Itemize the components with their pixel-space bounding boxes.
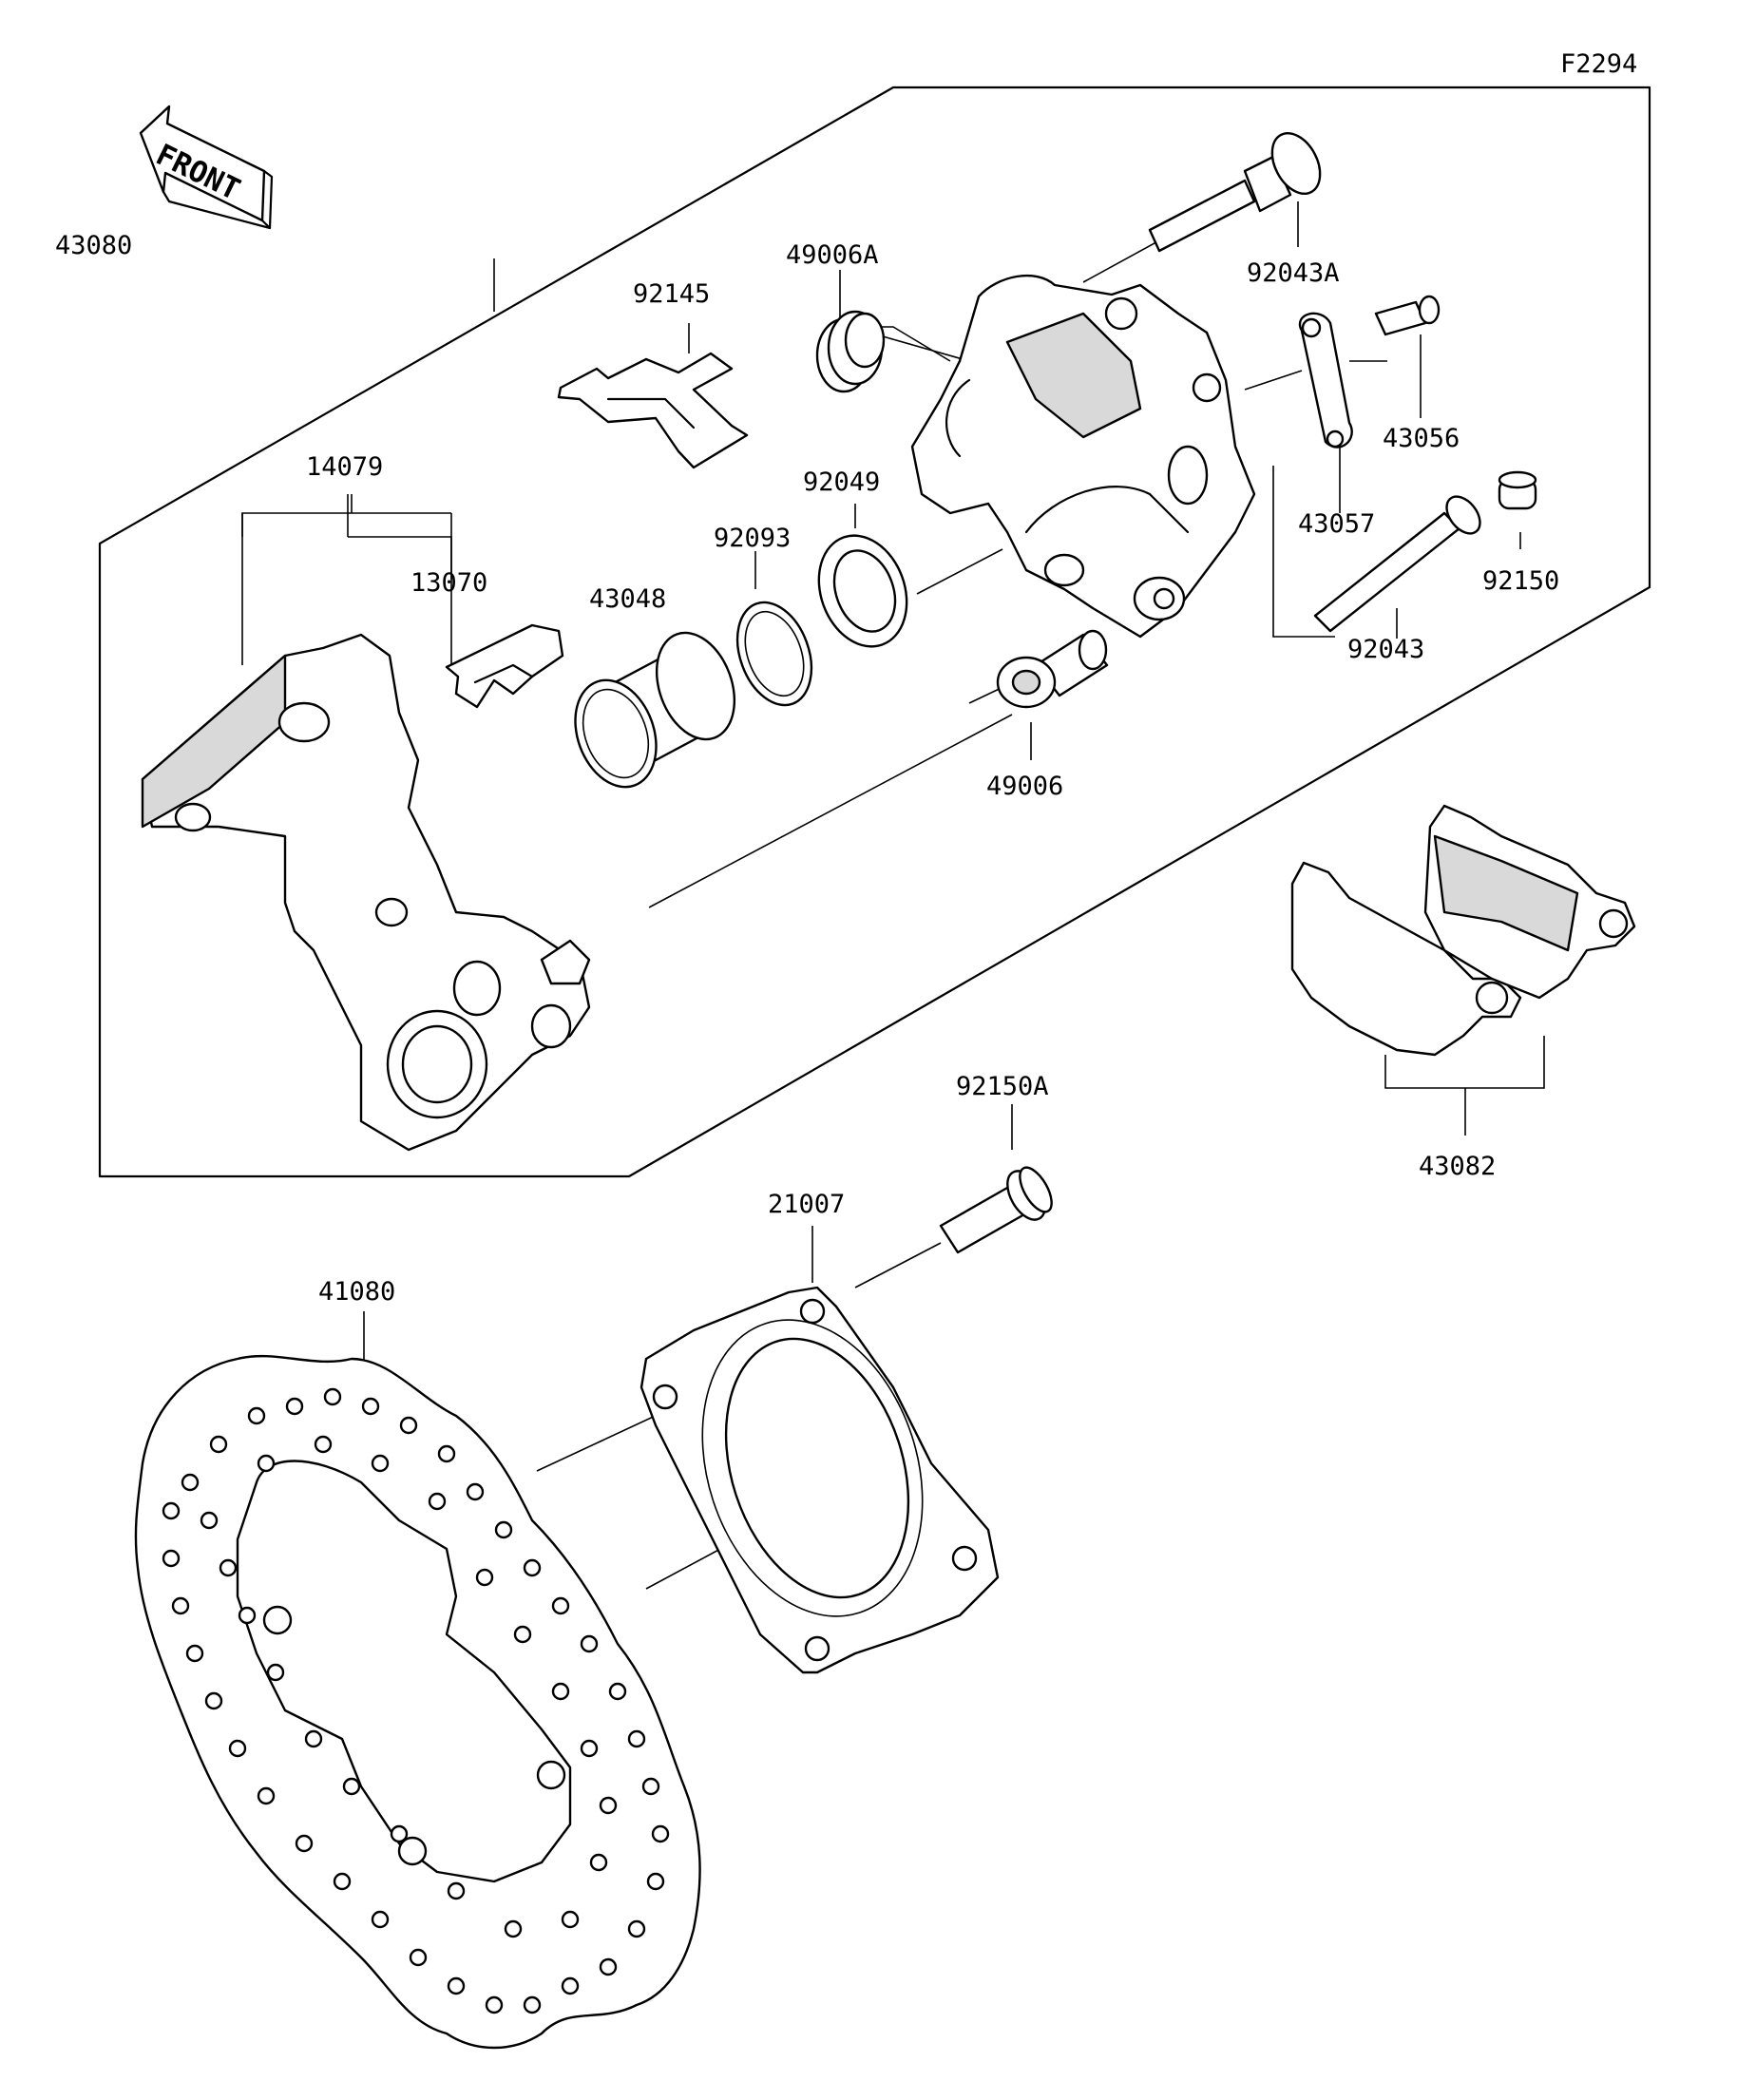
label-92093: 92093 (714, 524, 791, 553)
part-49006A-boot (815, 310, 886, 393)
label-21007: 21007 (768, 1190, 845, 1219)
part-caliper-body (910, 274, 1256, 639)
part-92043-pin (1313, 495, 1481, 633)
label-92150A: 92150A (956, 1072, 1049, 1101)
diagram-code: F2294 (1560, 49, 1637, 79)
part-41080-brake-disc (134, 1354, 701, 2050)
part-14079-bracket (141, 633, 591, 1152)
front-arrow-icon: FRONT (139, 105, 274, 230)
caliper-assembly-outline (98, 86, 1651, 1178)
part-43048-piston (574, 631, 736, 789)
label-92043: 92043 (1347, 635, 1424, 664)
part-13070-clip (445, 623, 564, 709)
label-49006: 49006 (986, 772, 1063, 801)
part-43056-bleed-valve (1374, 295, 1441, 336)
part-92150-cap (1498, 470, 1537, 510)
label-41080: 41080 (318, 1277, 395, 1307)
part-labels: 43080 92145 49006A 92043A 43056 43057 92… (55, 231, 1559, 1307)
label-92150: 92150 (1482, 566, 1559, 596)
disc-holes (162, 1387, 670, 2014)
part-92049-seal (817, 534, 908, 648)
label-92049: 92049 (803, 468, 880, 497)
label-92145: 92145 (633, 279, 710, 309)
label-43056: 43056 (1383, 424, 1460, 453)
part-92145-pad-spring (557, 352, 749, 469)
label-43057: 43057 (1298, 509, 1375, 539)
part-49006-boot (996, 629, 1109, 709)
part-21007-abs-ring (639, 1286, 1000, 1674)
part-43082-brake-pads (1290, 804, 1636, 1057)
label-49006A: 49006A (786, 240, 879, 270)
label-92043A: 92043A (1247, 258, 1340, 288)
part-92093-seal (735, 601, 813, 707)
label-43048: 43048 (589, 584, 666, 614)
label-13070: 13070 (410, 568, 487, 598)
label-14079: 14079 (306, 452, 383, 482)
part-43057-cap (1298, 312, 1353, 449)
part-92150A-bolt (939, 1166, 1053, 1254)
label-43082: 43082 (1419, 1152, 1496, 1181)
label-43080: 43080 (55, 231, 132, 260)
part-92043A-slide-pin (1148, 132, 1322, 253)
